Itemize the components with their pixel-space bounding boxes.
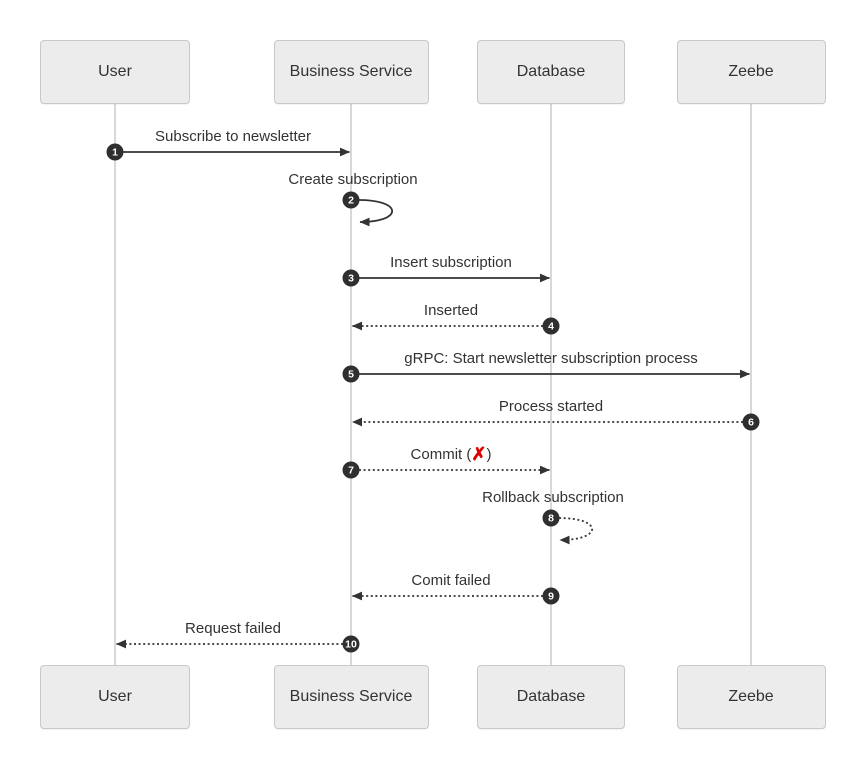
sequence-number-badge-3: 3 — [342, 269, 360, 287]
actor-box-top-database: Database — [477, 40, 625, 104]
sequence-number-badge-8: 8 — [542, 509, 560, 527]
actor-box-top-business-service: Business Service — [273, 40, 429, 104]
sequence-number-badge-9: 9 — [542, 587, 560, 605]
svg-text:2: 2 — [348, 195, 354, 207]
svg-text:4: 4 — [548, 321, 554, 333]
actor-label: Business Service — [289, 688, 413, 705]
sequence-number-badge-4: 4 — [542, 317, 560, 335]
actor-label: Zeebe — [728, 688, 774, 705]
sequence-number-badge-6: 6 — [742, 413, 760, 431]
message-label-10: Request failed — [185, 620, 281, 637]
svg-text:1: 1 — [112, 147, 118, 159]
message-arrow-8 — [558, 517, 593, 545]
message-label-4: Inserted — [423, 302, 479, 319]
message-label-9: Comit failed — [411, 572, 491, 589]
sequence-number-badge-7: 7 — [342, 461, 360, 479]
svg-text:10: 10 — [345, 639, 357, 651]
error-cross-icon: ✗ — [471, 444, 487, 464]
message-label-8: Rollback subscription — [482, 489, 624, 506]
actor-box-bottom-zeebe: Zeebe — [676, 665, 826, 729]
actor-box-top-zeebe: Zeebe — [676, 40, 826, 104]
actor-box-bottom-business-service: Business Service — [273, 665, 429, 729]
sequence-number-badge-1: 1 — [106, 143, 124, 161]
actor-label: Business Service — [289, 63, 413, 80]
svg-text:3: 3 — [348, 273, 354, 285]
sequence-number-badge-5: 5 — [342, 365, 360, 383]
actor-box-bottom-database: Database — [477, 665, 625, 729]
message-label-5: gRPC: Start newsletter subscription proc… — [404, 350, 698, 367]
message-label-1: Subscribe to newsletter — [155, 128, 311, 145]
actor-box-bottom-user: User — [40, 665, 190, 729]
message-arrow-2 — [358, 199, 393, 227]
svg-text:8: 8 — [548, 513, 554, 525]
actor-label: Zeebe — [728, 63, 774, 80]
svg-text:9: 9 — [548, 591, 554, 603]
actor-label: Database — [516, 63, 586, 80]
svg-text:5: 5 — [348, 369, 354, 381]
sequence-number-badge-10: 10 — [342, 635, 360, 653]
actor-box-top-user: User — [40, 40, 190, 104]
actor-label: User — [98, 63, 132, 80]
sequence-number-badge-2: 2 — [342, 191, 360, 209]
message-label-6: Process started — [498, 398, 604, 415]
actor-label: Database — [516, 688, 586, 705]
message-label-7: Commit (✗) — [410, 444, 492, 464]
message-label-2: Create subscription — [288, 171, 418, 188]
actor-label: User — [98, 688, 132, 705]
svg-text:6: 6 — [748, 417, 754, 429]
svg-text:7: 7 — [348, 465, 354, 477]
message-label-3: Insert subscription — [390, 254, 512, 271]
